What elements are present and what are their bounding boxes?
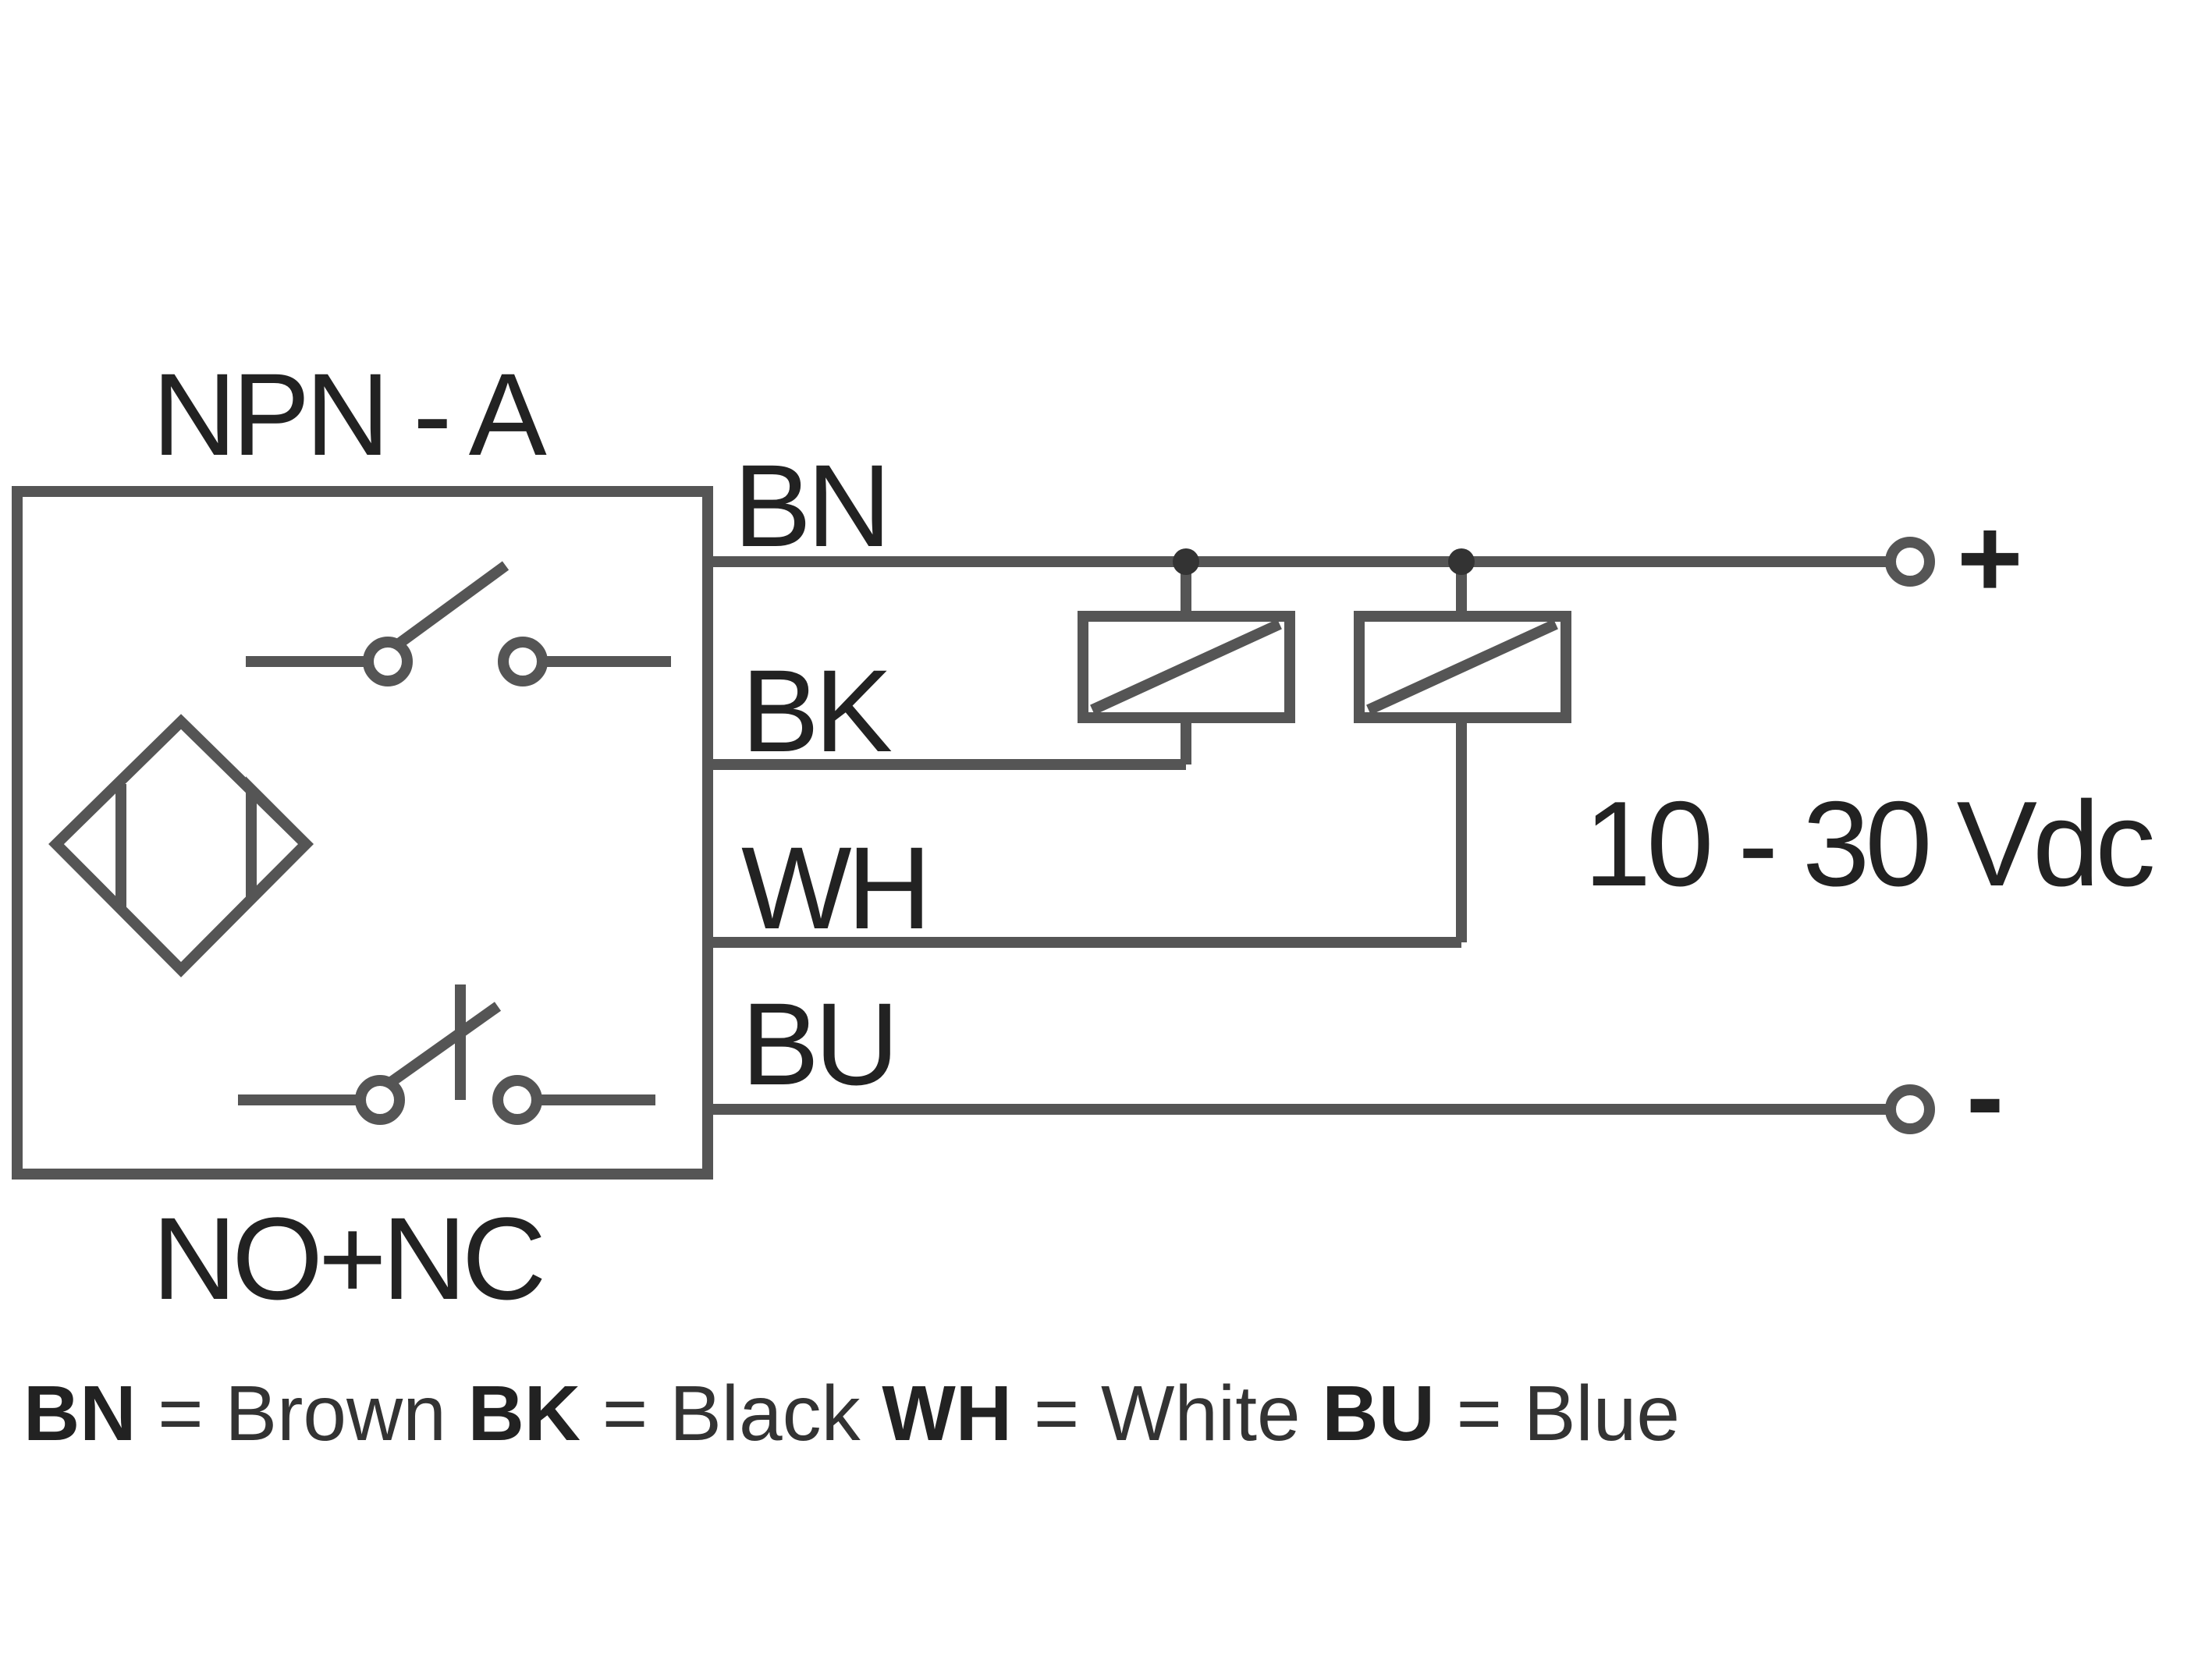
legend-code: BN: [23, 1370, 137, 1457]
sensor-output-label: NO+NC: [152, 1193, 542, 1324]
no-switch-icon: [246, 561, 671, 686]
inductive-sensor-icon: [48, 714, 314, 977]
legend-code: BU: [1322, 1370, 1435, 1457]
plus-label: +: [1957, 495, 2023, 621]
nc-switch-icon: [238, 984, 655, 1125]
legend-text: = Blue: [1456, 1370, 1680, 1457]
relay-coil-1: [1078, 562, 1295, 765]
legend-item: BK = Black: [468, 1370, 861, 1457]
junction-dot: [1448, 548, 1475, 575]
bn-wire-label: BN: [733, 440, 886, 571]
legend-text: = Black: [602, 1370, 861, 1457]
junction-dot: [1173, 548, 1199, 575]
legend-item: BN = Brown: [23, 1370, 446, 1457]
legend-text: = Brown: [158, 1370, 446, 1457]
relay-coil-2: [1354, 562, 1571, 942]
legend-code: BK: [467, 1370, 581, 1457]
voltage-label: 10 - 30 Vdc: [1584, 776, 2153, 911]
legend-code: WH: [882, 1370, 1013, 1457]
plus-terminal: [1885, 537, 1935, 587]
legend-item: WH = White: [882, 1370, 1300, 1457]
sensor-body: [12, 486, 713, 1180]
legend-item: BU = Blue: [1322, 1370, 1680, 1457]
bk-wire-label: BK: [741, 645, 892, 776]
minus-terminal: [1885, 1084, 1935, 1134]
color-legend: BN = Brown BK = Black WH = White BU = Bl…: [23, 1369, 1680, 1459]
minus-label: -: [1966, 1033, 2004, 1159]
sensor-type-label: NPN - A: [152, 349, 547, 480]
legend-text: = White: [1033, 1370, 1301, 1457]
wh-wire-label: WH: [741, 822, 927, 953]
bu-wire-label: BU: [741, 978, 894, 1109]
